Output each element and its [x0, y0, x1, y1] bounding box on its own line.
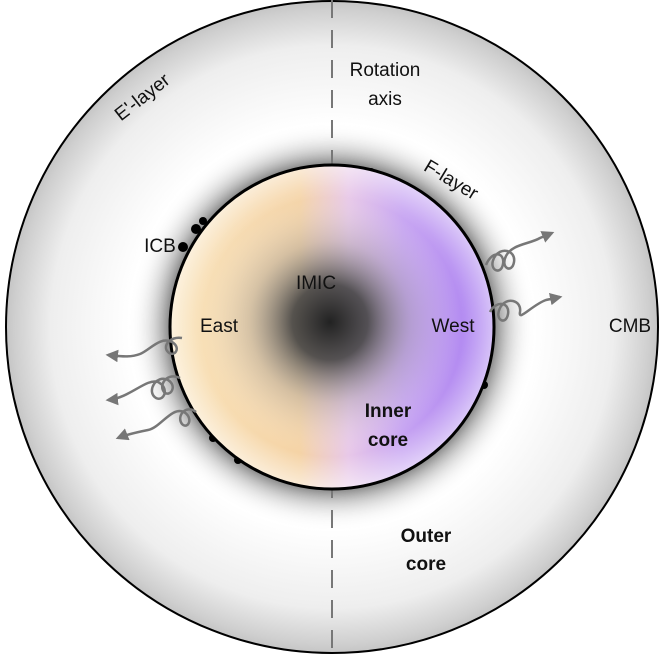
west-label: West	[432, 316, 476, 337]
wave-arrow-icon	[105, 375, 181, 406]
cmb-label: CMB	[609, 316, 651, 337]
icb-boundary	[168, 163, 496, 491]
inner-core-label-line1: Inner	[365, 401, 412, 422]
rotation-axis-label-line1: Rotation	[350, 60, 421, 81]
inner-core-label-line2: core	[368, 430, 408, 451]
wave-arrow-icon	[105, 336, 183, 363]
rotation-axis-label-line2: axis	[368, 89, 402, 110]
wave-arrow-icon	[484, 231, 555, 272]
icb-label: ICB	[144, 236, 176, 257]
outer-core-label-line1: Outer	[401, 526, 452, 547]
imic-label: IMIC	[296, 273, 336, 294]
outer-core-label-line2: core	[406, 554, 446, 575]
east-label: East	[200, 316, 239, 337]
wave-arrow-icon	[488, 292, 563, 322]
inner-core	[170, 165, 494, 489]
wave-arrow-icon	[115, 408, 197, 441]
